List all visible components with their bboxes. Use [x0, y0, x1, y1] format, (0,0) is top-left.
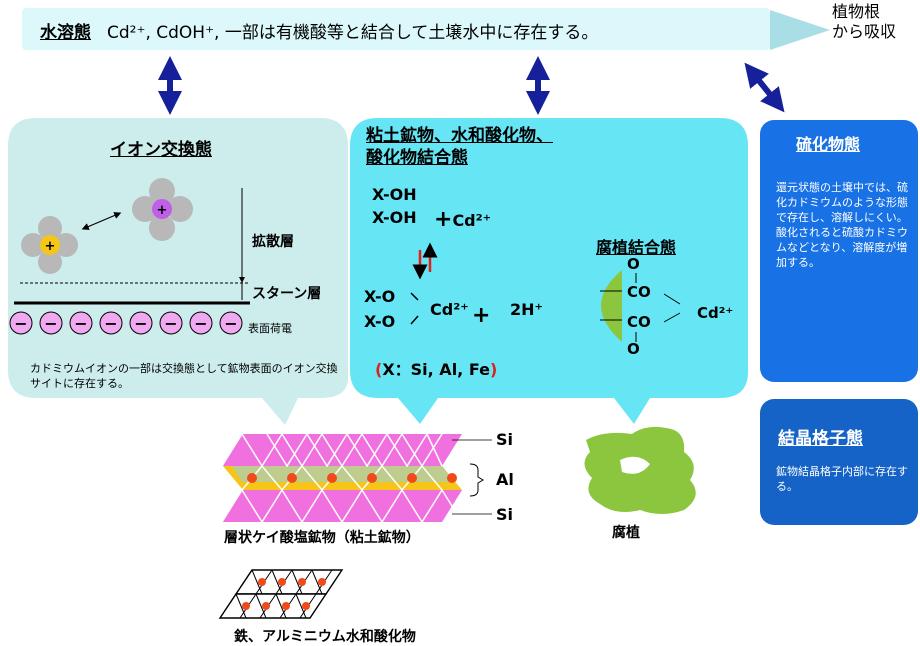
- plus-sign-product: +: [472, 303, 490, 328]
- minus-sign: −: [134, 314, 147, 333]
- stern-layer-label: スターン層: [252, 286, 322, 302]
- clay-bound-panel: [350, 118, 748, 424]
- minus-sign: −: [44, 314, 57, 333]
- cd-plus-left: +: [45, 239, 56, 254]
- paren-close: ): [489, 360, 498, 379]
- cd-plus-right: +: [157, 203, 168, 218]
- iron-aluminum-hydroxide: [218, 569, 344, 619]
- surface-charge-label: 表面荷電: [248, 322, 292, 335]
- cd-ion-yellow: [40, 235, 60, 255]
- carbonyl-bottom: CO: [627, 313, 651, 331]
- surface-charge-signs: − − − − − − − −: [14, 314, 237, 333]
- crystal-lattice-title: 結晶格子態: [778, 429, 863, 449]
- oxygen-top: O: [627, 255, 640, 273]
- clay-title-line1: 粘土鉱物、水和酸化物、: [366, 126, 553, 146]
- ion-exchange-title: イオン交換態: [110, 140, 212, 160]
- cd-ion-purple: [152, 199, 172, 219]
- x-elements: (X：Si, Al, Fe): [375, 356, 497, 380]
- minus-sign: −: [14, 314, 27, 333]
- layered-silicate: [221, 432, 463, 524]
- surface-charges: [9, 311, 243, 335]
- minus-sign: −: [194, 314, 207, 333]
- layered-silicate-caption: 層状ケイ酸塩鉱物（粘土鉱物）: [224, 530, 420, 546]
- clay-bound-title: 粘土鉱物、水和酸化物、酸化物結合態: [366, 125, 553, 169]
- root-uptake-arrow: [770, 10, 830, 50]
- oxygen-bottom: O: [627, 340, 640, 358]
- si-label-top: Si: [496, 430, 514, 449]
- cd-ion-cluster-left: [21, 216, 78, 274]
- al-brace: [469, 463, 484, 497]
- sulfide-title: 硫化物態: [796, 135, 861, 154]
- humic-cd-bond-2: [663, 312, 681, 323]
- clay-title-line2: 酸化物結合態: [366, 148, 468, 168]
- plus-sign-reactant: +: [434, 207, 453, 232]
- exchange-arrow: [81, 212, 122, 230]
- dissolved-state-banner: [22, 8, 770, 50]
- al-label: Al: [496, 470, 514, 489]
- humus-hole: [620, 456, 650, 474]
- x-oh-2: X-OH: [372, 208, 417, 227]
- root-uptake-label: 植物根から吸収: [832, 2, 896, 42]
- sulfide-text: 還元状態の土壌中では、硫化カドミウムのような形態で存在し、溶解しにくい。酸化され…: [776, 181, 908, 269]
- x-elements-text: X：Si, Al, Fe: [382, 360, 490, 379]
- minus-sign: −: [74, 314, 87, 333]
- diffuse-layer-label: 拡散層: [252, 234, 294, 250]
- humic-cd-bond-1: [663, 293, 681, 305]
- humic-bound-title: 腐植結合態: [596, 238, 677, 257]
- crystal-lattice-text: 鉱物結晶格子内部に存在する。: [776, 465, 908, 493]
- x-o-2: X-O: [364, 312, 396, 331]
- ion-exchange-panel: [8, 118, 348, 425]
- carbonyl-top: CO: [627, 283, 651, 301]
- cd-bound: Cd²⁺: [430, 300, 469, 319]
- minus-sign: −: [224, 314, 237, 333]
- h-plus-product: 2H⁺: [510, 300, 543, 319]
- minus-sign: −: [164, 314, 177, 333]
- bond-lower: [410, 315, 419, 325]
- cd-reactant-label: Cd²⁺: [452, 211, 492, 230]
- si-label-bottom: Si: [496, 505, 514, 524]
- cd-humic: Cd²⁺: [697, 304, 734, 322]
- cd-reactant: +Cd²⁺: [434, 207, 491, 232]
- sulfide-arrow: [744, 62, 785, 113]
- paren-open: (: [375, 360, 383, 379]
- dissolved-state-line: 水溶態 Cd²⁺, CdOH⁺, 一部は有機酸等と結合して土壌水中に存在する。: [40, 18, 598, 43]
- dissolved-state-text: Cd²⁺, CdOH⁺, 一部は有機酸等と結合して土壌水中に存在する。: [107, 23, 599, 43]
- x-oh-1: X-OH: [372, 185, 417, 204]
- iron-aluminum-caption: 鉄、アルミニウム水和酸化物: [234, 629, 416, 645]
- humic-molecule: [601, 270, 622, 342]
- humus-caption: 腐植: [612, 525, 640, 541]
- sulfide-panel: [760, 120, 918, 382]
- ion-exchange-note: カドミウムイオンの一部は交換態として鉱物表面のイオン交換サイトに存在する。: [30, 362, 338, 390]
- cd-ion-cluster-right: [132, 178, 193, 241]
- root-uptake-line2: から吸収: [832, 22, 897, 41]
- bond-upper: [410, 292, 419, 301]
- crystal-lattice-panel: [760, 399, 918, 525]
- dissolved-state-title: 水溶態: [40, 23, 91, 43]
- x-o-1: X-O: [364, 287, 396, 306]
- minus-sign: −: [104, 314, 117, 333]
- root-uptake-line1: 植物根: [832, 2, 881, 21]
